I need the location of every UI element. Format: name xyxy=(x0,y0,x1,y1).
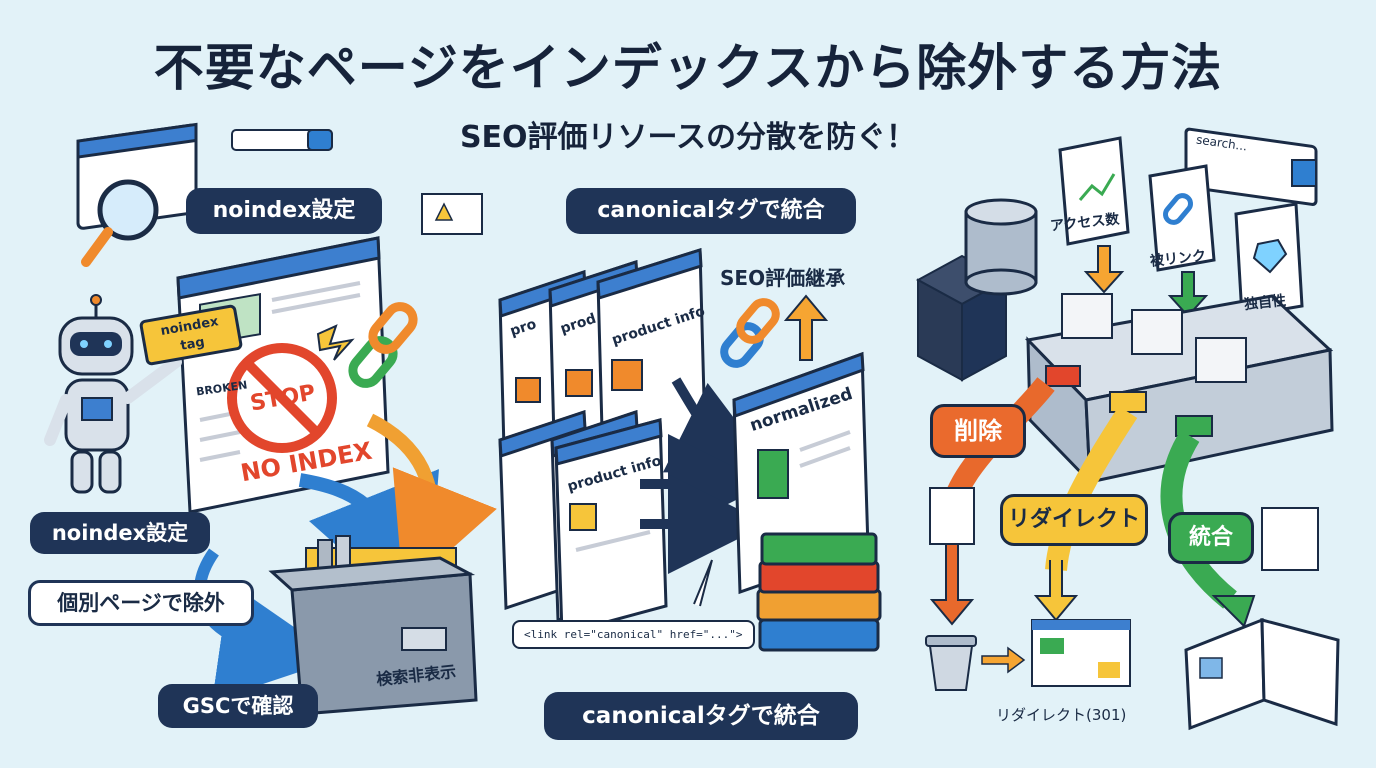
duplicate-pages-stack xyxy=(498,247,708,636)
books-stack-icon xyxy=(756,532,882,652)
broken-spark-icon xyxy=(316,324,355,361)
redirect-target-page xyxy=(1031,619,1131,687)
tag-merge: 統合 xyxy=(1168,512,1254,564)
magnifier-icon xyxy=(81,179,159,267)
search-bar-right-icon xyxy=(1184,127,1318,206)
label-canonical-bottom: canonicalタグで統合 xyxy=(544,692,858,740)
metric-card-unique xyxy=(1234,202,1304,318)
file-drawer-icon xyxy=(268,535,478,716)
deleted-doc-icon xyxy=(929,487,975,545)
arrow-merge-head xyxy=(1211,595,1256,628)
arrow-orange-loop xyxy=(366,413,497,593)
redirect-small-arrow xyxy=(981,646,1026,674)
label-gsc-check: GSCで確認 xyxy=(158,684,318,728)
label-canonical-top: canonicalタグで統合 xyxy=(566,188,856,234)
trash-can-icon xyxy=(925,635,977,691)
label-individual-exclude: 個別ページで除外 xyxy=(28,580,254,626)
page-subtitle: SEO評価リソースの分散を防ぐ！ xyxy=(459,120,917,155)
arrow-backlinks-down xyxy=(1167,271,1209,318)
tag-delete: 削除 xyxy=(930,404,1026,458)
page-title: 不要なページをインデックスから除外する方法 xyxy=(153,39,1223,97)
canonical-code-bubble: <link rel="canonical" href="..."> xyxy=(512,620,755,649)
code-bubble-tail xyxy=(693,559,713,607)
label-noindex: noindex設定 xyxy=(30,512,210,554)
bubble-noindex-top: noindex設定 xyxy=(186,188,382,234)
seo-inherit-label: SEO評価継承 xyxy=(720,266,846,290)
stop-sign xyxy=(227,343,337,453)
robot-icon xyxy=(44,294,182,494)
chain-link-icon xyxy=(348,302,418,388)
redirect-caption: リダイレクト(301) xyxy=(996,706,1127,724)
warning-window-icon xyxy=(421,193,483,235)
metric-card-backlinks xyxy=(1148,164,1216,272)
search-bar-icon xyxy=(231,129,333,151)
open-book-icon xyxy=(1184,617,1340,731)
merged-page-icon xyxy=(1261,507,1319,571)
tag-redirect: リダイレクト xyxy=(1000,494,1148,546)
center-chain-icon xyxy=(720,298,780,368)
arrow-redirect-down xyxy=(1033,560,1079,622)
sorting-machine-icon xyxy=(1024,293,1334,486)
arrow-delete-down xyxy=(929,530,975,626)
seo-up-arrow xyxy=(783,294,829,361)
metric-card-access xyxy=(1058,136,1130,246)
arrow-access-down xyxy=(1083,245,1125,294)
database-icon xyxy=(964,198,1038,296)
